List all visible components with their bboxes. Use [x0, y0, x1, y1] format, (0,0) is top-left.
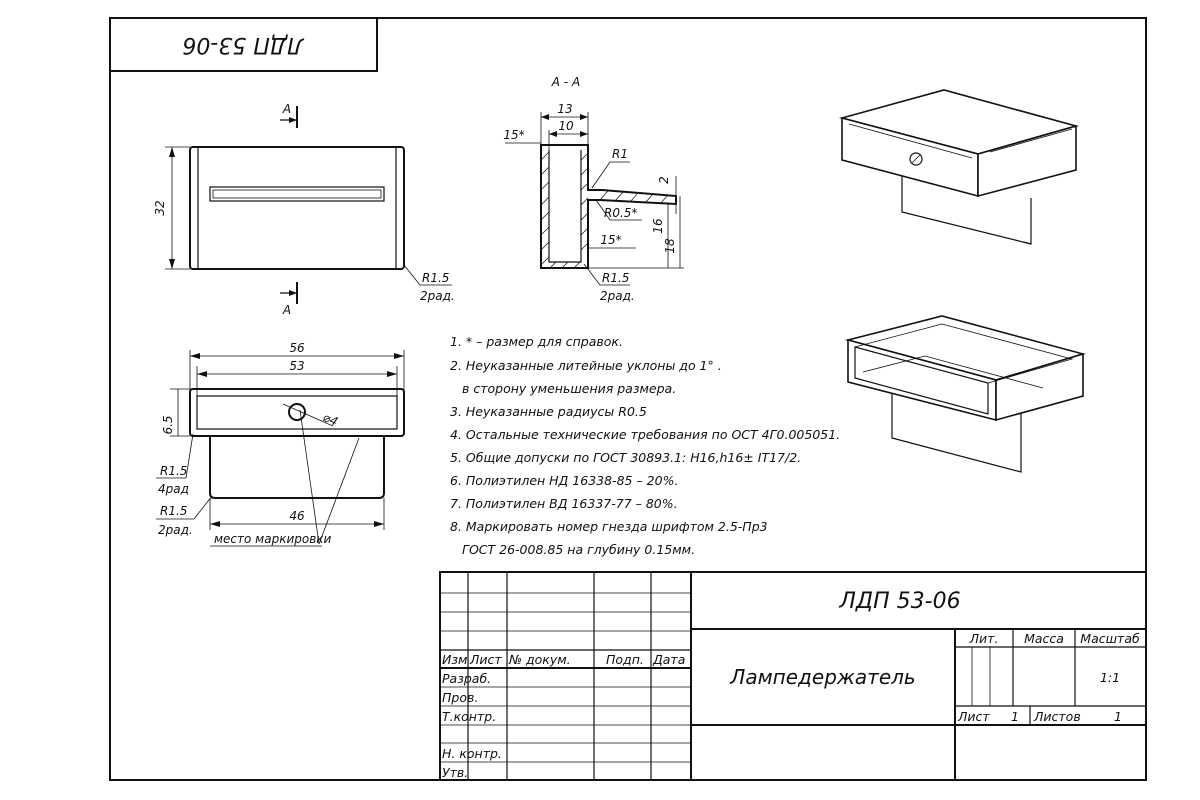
note-2: 2. Неуказанные литейные уклоны до 1° .	[450, 358, 722, 373]
sheet-label: Лист	[957, 709, 990, 724]
row-utv: Утв.	[442, 765, 468, 780]
corner-label-box: ЛДП 53-06	[109, 17, 378, 72]
col-sign: Подп.	[606, 652, 644, 667]
top-r-b-note: 2рад.	[158, 523, 193, 537]
section-view: А - А	[503, 75, 684, 303]
top-marking-place: место маркировки	[214, 532, 332, 546]
section-dim-r1: R1	[612, 147, 628, 161]
sheets-value: 1	[1114, 709, 1122, 724]
row-prov: Пров.	[442, 690, 478, 705]
note-3: 3. Неуказанные радиусы R0.5	[450, 404, 647, 419]
note-5: 5. Общие допуски по ГОСТ 30893.1: H16,h1…	[450, 450, 801, 465]
note-8b: ГОСТ 26-008.85 на глубину 0.15мм.	[462, 542, 695, 557]
top-r-a-note: 4рад	[158, 482, 189, 496]
row-nkontr: Н. контр.	[442, 746, 502, 761]
title-block: Изм Лист № докум. Подп. Дата Разраб. Про…	[439, 571, 1147, 781]
cut-mark-bottom: А	[282, 303, 291, 317]
section-radius-note: 2рад.	[600, 289, 635, 303]
part-name: Лампедержатель	[729, 665, 915, 689]
top-dim-inner: 53	[289, 359, 304, 373]
note-7: 7. Полиэтилен ВД 16337-77 – 80%.	[450, 496, 678, 511]
front-radius-note: 2рад.	[420, 289, 455, 303]
note-2b: в сторону уменьшения размера.	[462, 381, 676, 396]
mass-label: Масса	[1024, 631, 1064, 646]
top-dim-outer: 56	[289, 341, 305, 355]
row-razrab: Разраб.	[442, 671, 491, 686]
top-view: 56 53 ⌀4 6.5 R1.5 4рад R1.5 2рад.	[156, 341, 405, 547]
scale-value: 1:1	[1100, 670, 1120, 685]
section-dim-2: 2	[657, 176, 671, 184]
col-date: Дата	[652, 652, 685, 667]
note-1: 1. * – размер для справок.	[450, 334, 623, 349]
iso-view-open	[844, 315, 1086, 473]
section-dim-15a: 15*	[503, 128, 524, 142]
technical-notes: 1. * – размер для справок. 2. Неуказанны…	[450, 334, 840, 557]
front-height-dim: 32	[153, 200, 167, 215]
section-dim-18: 18	[663, 238, 677, 254]
section-dim-15b: 15*	[600, 233, 621, 247]
section-dim-13: 13	[557, 102, 572, 116]
corner-label: ЛДП 53-06	[182, 32, 304, 57]
row-tkontr: Т.контр.	[442, 709, 496, 724]
cut-mark-top: А	[282, 102, 291, 116]
note-6: 6. Полиэтилен НД 16338-85 – 20%.	[450, 473, 678, 488]
top-hole: ⌀4	[321, 410, 340, 429]
doc-code: ЛДП 53-06	[838, 589, 960, 614]
iso-view-closed	[838, 89, 1079, 245]
note-4: 4. Остальные технические требования по О…	[450, 427, 840, 442]
top-dim-left: 6.5	[161, 415, 175, 434]
front-radius: R1.5	[422, 271, 449, 285]
top-r-b: R1.5	[160, 504, 187, 518]
section-dim-r05: R0.5*	[604, 206, 637, 220]
note-8: 8. Маркировать номер гнезда шрифтом 2.5-…	[450, 519, 768, 534]
col-list: Лист	[469, 652, 502, 667]
front-view: А А 32 R1.5 2рад.	[153, 102, 455, 317]
top-dim-bottom: 46	[289, 509, 305, 523]
section-dim-16: 16	[651, 218, 665, 234]
lit-label: Лит.	[969, 631, 999, 646]
top-r-a: R1.5	[160, 464, 187, 478]
col-doc: № докум.	[508, 652, 571, 667]
section-dim-10: 10	[558, 119, 574, 133]
section-dim-r15: R1.5	[602, 271, 629, 285]
sheet-value: 1	[1011, 709, 1019, 724]
sheets-label: Листов	[1033, 709, 1081, 724]
section-label: А - А	[551, 75, 580, 89]
scale-label: Масштаб	[1080, 631, 1140, 646]
col-izm: Изм	[442, 652, 467, 667]
